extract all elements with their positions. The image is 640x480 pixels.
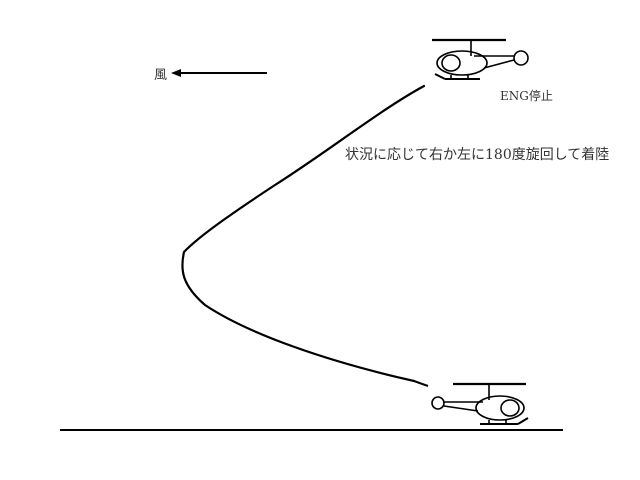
- wind-arrow-icon: [171, 69, 267, 77]
- helicopter-bottom-icon: [431, 382, 529, 425]
- engine-stop-label: ENG停止: [500, 89, 553, 103]
- helicopter-top-icon: [432, 38, 529, 80]
- wind-label: 風: [154, 68, 168, 83]
- flight-path: [181, 84, 426, 383]
- maneuver-label: 状況に応じて右か左に180度旋回して着陸: [345, 147, 610, 163]
